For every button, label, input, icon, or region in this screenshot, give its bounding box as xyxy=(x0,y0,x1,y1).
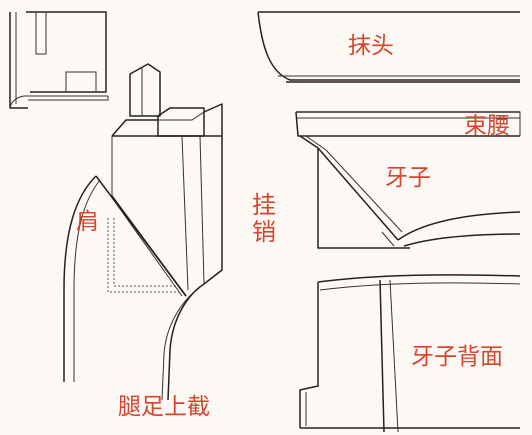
top-rail xyxy=(257,11,520,83)
label-shoulder: 肩 xyxy=(76,209,99,235)
apron-front xyxy=(299,135,521,249)
label-apron: 牙子 xyxy=(385,165,431,191)
label-apron-back: 牙子背面 xyxy=(411,344,503,370)
waist xyxy=(295,111,521,137)
label-leg-upper-section: 腿足上截 xyxy=(118,394,210,420)
apron-back xyxy=(299,274,521,433)
label-hanging-pin: 挂销 xyxy=(252,191,276,246)
leg-assembly xyxy=(63,63,223,401)
label-top-rail: 抹头 xyxy=(348,33,394,59)
label-waist: 束腰 xyxy=(464,113,510,139)
corner-detail xyxy=(9,11,109,109)
